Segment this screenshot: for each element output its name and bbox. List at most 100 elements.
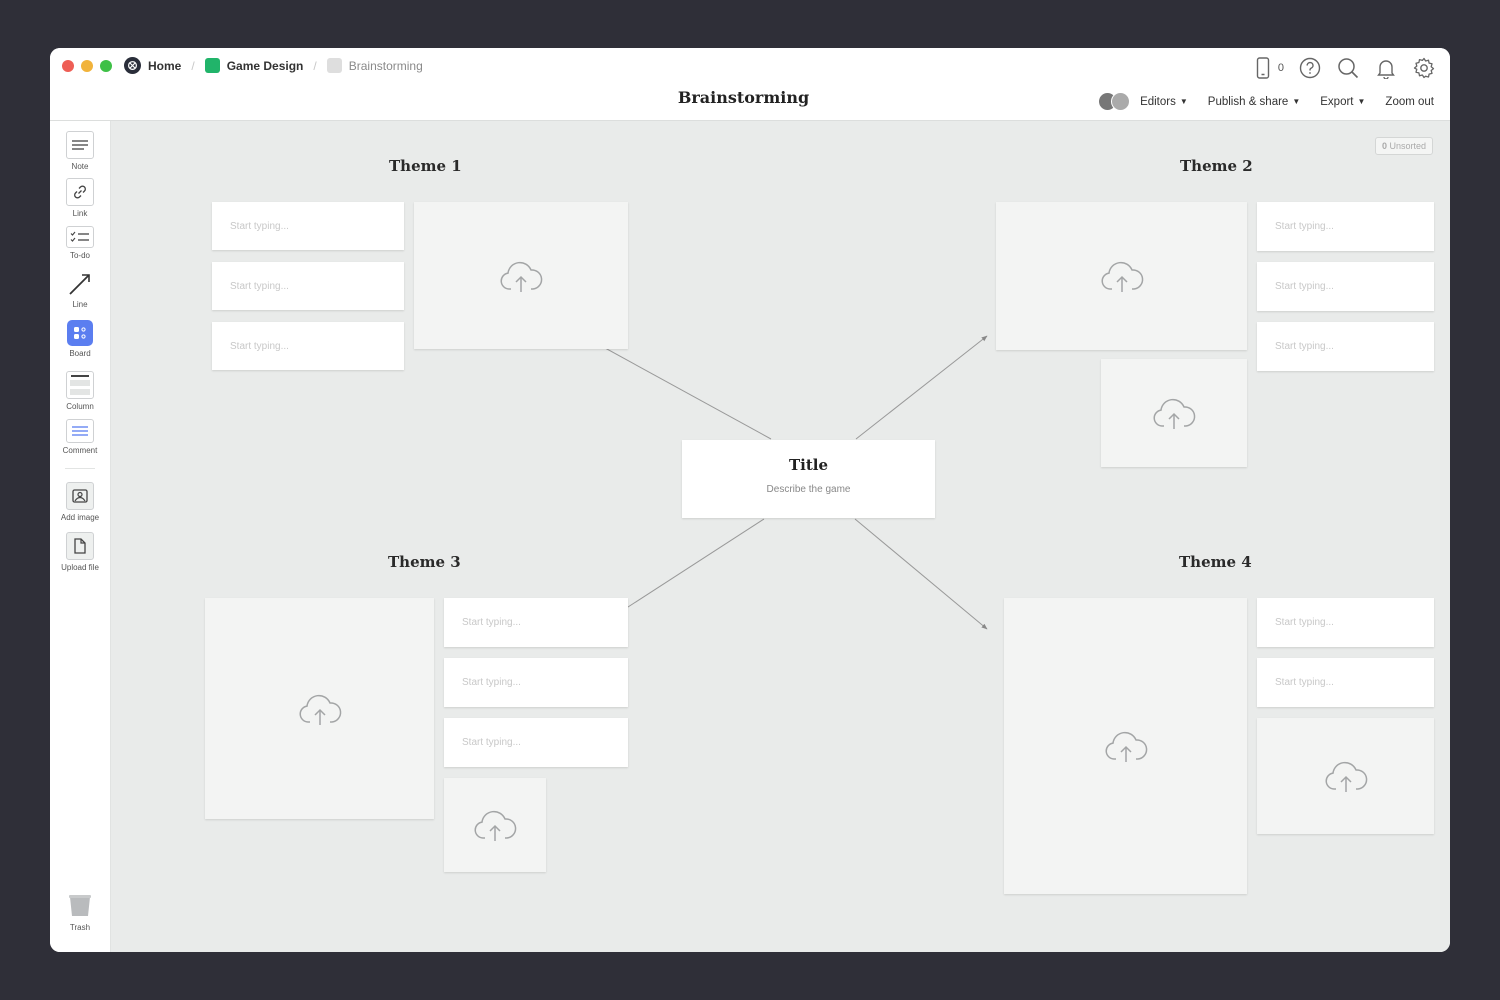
tool-comment[interactable]: Comment — [50, 419, 110, 455]
tool-column[interactable]: Column — [50, 371, 110, 411]
note-card[interactable]: Start typing... — [1257, 262, 1434, 311]
center-title: Title — [788, 456, 829, 474]
milanote-logo-icon: ⨂ — [124, 57, 141, 74]
breadcrumb-game-design-label: Game Design — [226, 58, 304, 73]
note-card[interactable]: Start typing... — [1257, 598, 1434, 647]
image-placeholder-card[interactable] — [1101, 359, 1247, 467]
theme-2-title[interactable]: Theme 2 — [1180, 157, 1253, 175]
tool-todo[interactable]: To-do — [50, 226, 110, 260]
board-color-icon — [204, 58, 220, 73]
export-dropdown[interactable]: Export ▼ — [1320, 96, 1365, 108]
upload-cloud-icon — [474, 810, 517, 841]
tool-board[interactable]: Board — [50, 320, 110, 358]
tool-link[interactable]: Link — [50, 178, 110, 218]
mobile-devices-button[interactable]: 0 — [1251, 56, 1284, 80]
breadcrumb-game-design[interactable]: Game Design — [204, 58, 304, 73]
tool-comment-label: Comment — [62, 446, 98, 455]
search-icon[interactable] — [1336, 56, 1360, 80]
theme-1-title[interactable]: Theme 1 — [389, 157, 462, 175]
note-placeholder: Start typing... — [1275, 221, 1334, 232]
chevron-down-icon: ▼ — [1292, 97, 1301, 106]
unsorted-label: Unsorted — [1389, 141, 1426, 151]
image-icon — [66, 482, 94, 510]
sidebar-divider — [65, 468, 95, 469]
maximize-window-button[interactable] — [100, 60, 112, 72]
help-icon[interactable] — [1298, 56, 1322, 80]
tool-todo-label: To-do — [69, 251, 90, 260]
tool-note[interactable]: Note — [50, 131, 110, 171]
note-placeholder: Start typing... — [230, 221, 289, 232]
bell-icon[interactable] — [1374, 56, 1398, 80]
device-count: 0 — [1277, 62, 1284, 74]
avatar — [1111, 92, 1131, 111]
board-canvas[interactable]: 0 Unsorted Theme 1 Theme 2 Theme 3 Theme… — [111, 121, 1450, 952]
breadcrumb-home[interactable]: ⨂ Home — [124, 57, 181, 74]
note-card[interactable]: Start typing... — [212, 322, 404, 370]
connector-theme-2[interactable] — [855, 335, 988, 440]
tool-line[interactable]: Line — [50, 271, 110, 309]
tool-add-image[interactable]: Add image — [50, 482, 110, 522]
note-placeholder: Start typing... — [462, 737, 521, 748]
upload-cloud-icon — [299, 694, 341, 725]
trash-label: Trash — [69, 923, 91, 932]
trash-button[interactable]: Trash — [50, 894, 110, 932]
connector-theme-4[interactable] — [854, 518, 988, 630]
center-title-card[interactable]: Title Describe the game — [682, 440, 935, 518]
image-placeholder-card[interactable] — [1257, 718, 1434, 834]
note-card[interactable]: Start typing... — [1257, 322, 1434, 371]
breadcrumb-home-label: Home — [148, 58, 182, 73]
publish-share-dropdown[interactable]: Publish & share ▼ — [1208, 96, 1300, 108]
unsorted-badge[interactable]: 0 Unsorted — [1374, 137, 1433, 155]
note-card[interactable]: Start typing... — [1257, 202, 1434, 251]
note-card[interactable]: Start typing... — [1257, 658, 1434, 707]
note-placeholder: Start typing... — [1275, 617, 1334, 628]
export-label: Export — [1320, 95, 1354, 108]
upload-cloud-icon — [1325, 761, 1367, 792]
board-icon — [67, 320, 93, 346]
todo-icon — [66, 226, 94, 248]
note-icon — [66, 131, 94, 159]
connector-theme-1[interactable] — [595, 342, 772, 440]
note-card[interactable]: Start typing... — [212, 202, 404, 250]
tool-line-label: Line — [72, 300, 88, 309]
tool-sidebar: Note Link To-do Line Board Column Commen… — [50, 121, 111, 952]
line-icon — [67, 271, 93, 297]
editor-avatars — [1098, 92, 1131, 111]
note-placeholder: Start typing... — [230, 341, 289, 352]
title-bar: ⨂ Home / Game Design / Brainstorming 0 — [50, 48, 1450, 121]
upload-cloud-icon — [500, 261, 543, 292]
theme-3-title[interactable]: Theme 3 — [388, 553, 461, 571]
header-menu: Editors ▼ Publish & share ▼ Export ▼ Zoo… — [1098, 92, 1434, 111]
minimize-window-button[interactable] — [81, 60, 93, 72]
gear-icon[interactable] — [1412, 56, 1436, 80]
file-icon — [66, 532, 94, 560]
editors-dropdown[interactable]: Editors ▼ — [1098, 92, 1188, 111]
editors-label: Editors — [1140, 95, 1176, 108]
image-placeholder-card[interactable] — [996, 202, 1247, 350]
image-placeholder-card[interactable] — [444, 778, 546, 872]
breadcrumb-separator: / — [191, 58, 195, 73]
breadcrumb-brainstorming[interactable]: Brainstorming — [326, 58, 423, 73]
zoom-out-button[interactable]: Zoom out — [1385, 95, 1434, 108]
note-placeholder: Start typing... — [1275, 677, 1334, 688]
board-color-icon — [326, 58, 342, 73]
note-card[interactable]: Start typing... — [444, 718, 628, 767]
note-card[interactable]: Start typing... — [444, 598, 628, 647]
tool-column-label: Column — [66, 402, 94, 411]
image-placeholder-card[interactable] — [414, 202, 628, 349]
center-description: Describe the game — [766, 484, 851, 495]
note-card[interactable]: Start typing... — [444, 658, 628, 707]
note-placeholder: Start typing... — [230, 281, 289, 292]
breadcrumb: ⨂ Home / Game Design / Brainstorming — [124, 57, 423, 74]
image-placeholder-card[interactable] — [205, 598, 434, 819]
note-card[interactable]: Start typing... — [212, 262, 404, 310]
phone-icon — [1251, 56, 1275, 80]
note-placeholder: Start typing... — [462, 677, 521, 688]
window-controls — [62, 60, 112, 72]
theme-4-title[interactable]: Theme 4 — [1179, 553, 1252, 571]
image-placeholder-card[interactable] — [1004, 598, 1247, 894]
comment-icon — [66, 419, 94, 443]
close-window-button[interactable] — [62, 60, 74, 72]
page-title[interactable]: Brainstorming — [677, 88, 810, 107]
tool-upload-file[interactable]: Upload file — [50, 532, 110, 572]
